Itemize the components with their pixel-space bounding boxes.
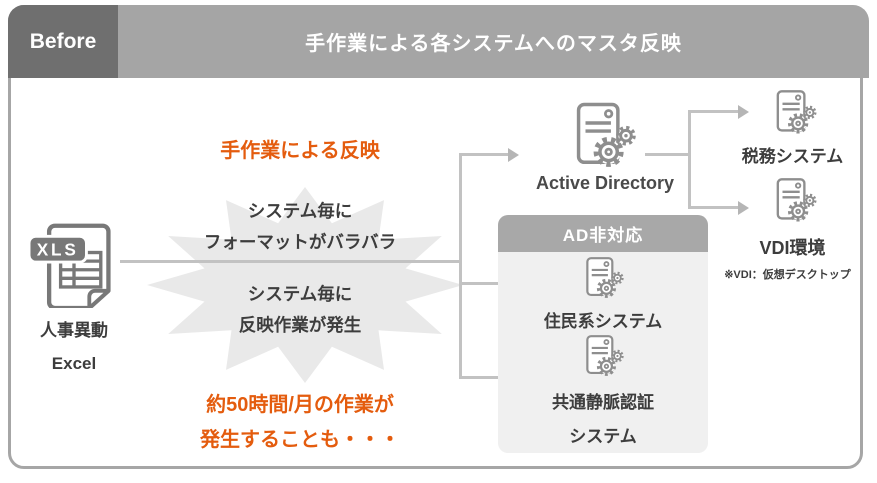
vein-system-line2: システム	[569, 427, 637, 446]
burst-bottom-line2: 反映作業が発生	[238, 315, 362, 335]
vdi-server-icon	[770, 177, 820, 227]
burst-top-line1: システム毎に	[247, 201, 353, 221]
ad-incompatible-label: AD非対応	[562, 226, 644, 245]
ad-incompatible-header: AD非対応	[498, 215, 708, 252]
connector-source-feed	[120, 260, 461, 263]
connector-right-trunk	[688, 110, 691, 209]
source-label: 人事異動 Excel	[14, 314, 134, 380]
before-badge-label: Before	[29, 29, 97, 53]
connector-branch-ad	[459, 153, 509, 156]
resident-system-server-icon	[580, 256, 627, 303]
burst-top-line2: フォーマットがバラバラ	[203, 232, 397, 252]
xls-badge-label: XLS	[37, 239, 79, 259]
starburst-shape	[147, 187, 463, 383]
vein-system-server-icon	[580, 334, 627, 381]
header-bar: 手作業による各システムへのマスタ反映	[8, 5, 869, 78]
resident-system-label: 住民系システム	[543, 312, 663, 331]
connector-branch-vdi	[688, 206, 739, 209]
active-directory-label: Active Directory	[535, 173, 675, 193]
connector-branch-resident	[459, 282, 513, 285]
vdi-label: VDI環境	[759, 238, 826, 258]
connector-ad-out	[645, 153, 690, 156]
source-label-line2: Excel	[51, 354, 97, 373]
tax-system-label: 税務システム	[741, 147, 844, 166]
arrowhead-ad	[508, 147, 519, 162]
connector-branch-tax	[688, 110, 739, 113]
active-directory-server-icon	[567, 101, 641, 175]
header-title: 手作業による各システムへのマスタ反映	[305, 33, 682, 55]
workload-line1: 約50時間/月の作業が	[206, 394, 394, 416]
vdi-note: ※VDI：仮想デスクトップ	[724, 269, 851, 281]
burst-text-bottom: システム毎に 反映作業が発生	[150, 279, 450, 341]
excel-file-icon: XLS	[27, 223, 111, 308]
annotation-workload: 約50時間/月の作業が 発生することも・・・	[140, 388, 460, 458]
burst-bottom-line1: システム毎に	[247, 284, 353, 304]
arrowhead-vdi	[738, 200, 749, 215]
annotation-manual-reflect: 手作業による反映	[220, 140, 380, 162]
vein-system-line1: 共通静脈認証	[552, 393, 654, 412]
connector-branch-vein	[459, 376, 513, 379]
burst-text-top: システム毎に フォーマットがバラバラ	[150, 196, 450, 258]
source-label-line1: 人事異動	[40, 321, 108, 340]
connector-trunk	[459, 153, 462, 379]
vein-system-label: 共通静脈認証 システム	[506, 386, 700, 454]
arrowhead-tax	[738, 104, 749, 119]
before-badge: Before	[8, 5, 118, 78]
tax-system-server-icon	[770, 89, 820, 139]
ad-incompatible-box	[498, 215, 708, 453]
workload-line2: 発生することも・・・	[200, 429, 400, 451]
